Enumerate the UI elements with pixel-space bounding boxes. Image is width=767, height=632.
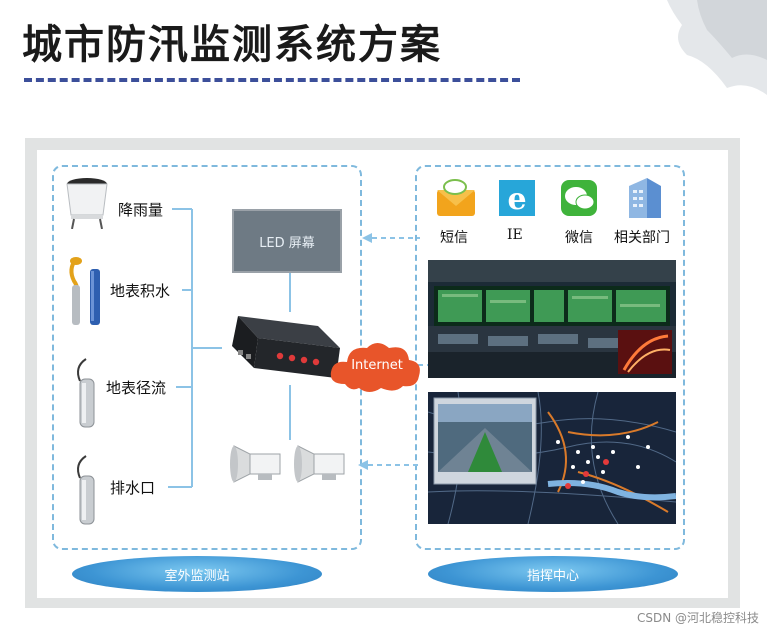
wechat-icon — [559, 178, 599, 218]
ie-browser-icon: e — [497, 178, 537, 218]
channel-label-dept: 相关部门 — [614, 227, 670, 247]
svg-text:e: e — [507, 182, 526, 217]
channel-label-sms: 短信 — [440, 227, 468, 247]
channel-label-wechat: 微信 — [565, 227, 593, 247]
sms-envelope-icon — [435, 178, 477, 218]
speaker-right-icon — [292, 440, 352, 485]
sensor-label-runoff: 地表径流 — [106, 377, 166, 398]
channel-label-ie: IE — [507, 227, 523, 243]
drain-outlet-sensor-icon — [72, 452, 102, 527]
gis-map-screenshot — [428, 392, 676, 524]
rain-gauge-icon — [62, 177, 112, 229]
sensor-label-rain: 降雨量 — [118, 199, 163, 220]
water-level-sensor-icon — [64, 255, 110, 330]
watermark: CSDN @河北稳控科技 — [637, 609, 759, 626]
sensor-label-outlet: 排水口 — [110, 477, 155, 498]
runoff-sensor-icon — [72, 355, 102, 430]
outdoor-station-label: 室外监测站 — [72, 556, 322, 592]
command-center-label: 指挥中心 — [428, 556, 678, 592]
building-icon — [625, 176, 665, 220]
sensor-label-water: 地表积水 — [110, 280, 170, 301]
speaker-left-icon — [228, 440, 288, 485]
internet-label: Internet — [349, 358, 405, 373]
control-room-photo — [428, 260, 676, 378]
led-screen: LED 屏幕 — [232, 209, 342, 273]
